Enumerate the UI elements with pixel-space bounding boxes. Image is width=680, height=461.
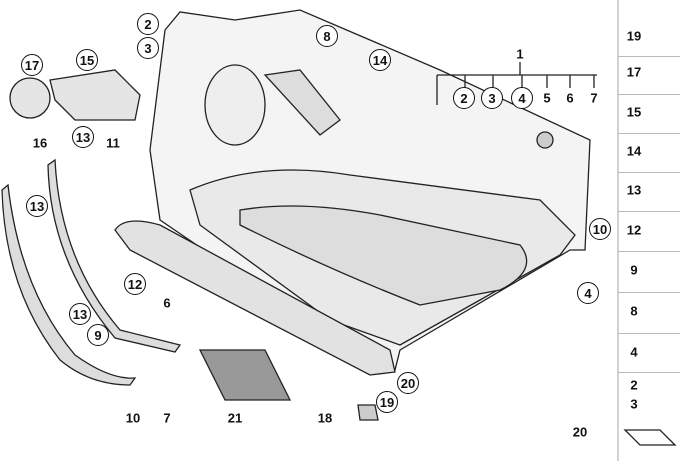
label: 10 <box>125 410 141 426</box>
label: 6 <box>163 295 171 311</box>
label: 5 <box>543 90 551 106</box>
label: 7 <box>163 410 171 426</box>
callout: 9 <box>87 324 109 346</box>
clip-18 <box>357 404 379 421</box>
callout: 10 <box>589 218 611 240</box>
callout: 4 <box>511 87 533 109</box>
tweeter-housing <box>49 69 141 121</box>
callout: 13 <box>72 126 94 148</box>
label: 11 <box>106 135 120 151</box>
legend-label: 17 <box>626 64 642 80</box>
legend-label: 15 <box>626 104 642 120</box>
label: 16 <box>32 135 48 151</box>
trim-strip-outer <box>1 183 137 386</box>
callout: 8 <box>316 25 338 47</box>
legend-label: 2 <box>630 377 638 393</box>
label: 18 <box>317 410 333 426</box>
callout: 12 <box>124 273 146 295</box>
callout: 2 <box>137 13 159 35</box>
callout: 3 <box>137 37 159 59</box>
bracket-1 <box>436 62 597 105</box>
callout: 3 <box>481 87 503 109</box>
label: 1 <box>516 46 524 62</box>
callout: 19 <box>376 391 398 413</box>
armrest-trim <box>114 220 396 376</box>
callout: 4 <box>577 282 599 304</box>
legend-label: 9 <box>630 262 638 278</box>
mat <box>198 349 292 401</box>
legend-label: 13 <box>626 182 642 198</box>
legend-label: 20 <box>572 424 588 440</box>
callout: 15 <box>76 49 98 71</box>
trim-strip-inner <box>47 158 182 353</box>
legend-label: 19 <box>626 28 642 44</box>
door-handle-recess <box>263 69 341 136</box>
fastener-5 <box>536 131 554 149</box>
legend-label: 14 <box>626 143 642 159</box>
label: 21 <box>227 410 243 426</box>
legend-label: 3 <box>630 396 638 412</box>
callout: 13 <box>26 195 48 217</box>
label: 6 <box>566 90 574 106</box>
label: 7 <box>590 90 598 106</box>
speaker-ring <box>204 64 266 146</box>
legend-label: 12 <box>626 222 642 238</box>
callout: 14 <box>369 49 391 71</box>
tweeter-cover <box>9 77 51 119</box>
callout: 13 <box>69 303 91 325</box>
legend-label: 8 <box>630 303 638 319</box>
callout: 20 <box>397 372 419 394</box>
legend-label: 4 <box>630 344 638 360</box>
arrow-box <box>623 429 677 446</box>
callout: 17 <box>21 54 43 76</box>
pull-handle <box>239 205 528 306</box>
callout: 2 <box>453 87 475 109</box>
